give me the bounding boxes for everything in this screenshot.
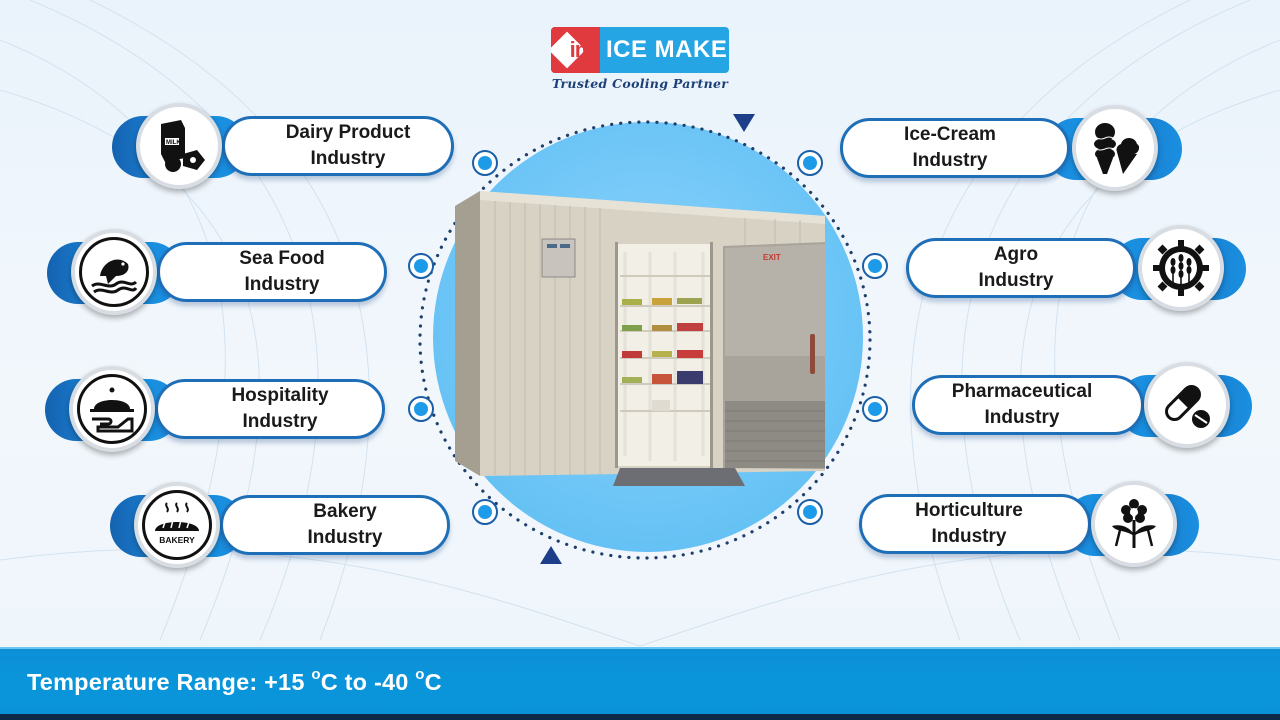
temperature-max: +15 (264, 668, 305, 695)
industry-subtitle: Industry (978, 270, 1054, 291)
industry-title: Agro (993, 244, 1039, 265)
industry-subtitle: Industry (242, 411, 318, 432)
connector-dot (472, 150, 498, 176)
industry-title: Pharmaceutical (951, 381, 1093, 402)
temperature-min: -40 (373, 668, 409, 695)
industry-card-dairy: Dairy Product Industry MILK (112, 103, 454, 189)
bakery-icon-label: BAKERY (159, 535, 195, 545)
industry-card-pharmaceutical: Pharmaceutical Industry (912, 362, 1252, 448)
industry-card-icecream: Ice-Cream Industry (840, 105, 1182, 191)
industry-card-bakery: Bakery Industry BAKERY (110, 482, 450, 568)
industry-title: Horticulture (915, 500, 1023, 521)
footer-bottom-strip (0, 714, 1280, 720)
logo-box: im ICE MAKE (551, 27, 729, 73)
temperature-connector: to (344, 668, 368, 695)
temperature-range: Temperature Range: +15 oC to -40 oC (27, 666, 442, 696)
logo-mark-icon: im (551, 27, 600, 73)
svg-text:MILK: MILK (166, 140, 181, 146)
industry-card-seafood: Sea Food Industry (47, 229, 389, 315)
industry-title: Dairy Product (285, 122, 411, 143)
brand-logo: im ICE MAKE Trusted Cooling Partner (551, 27, 729, 91)
industry-subtitle: Industry (244, 274, 320, 295)
connector-dot (408, 396, 434, 422)
industry-subtitle: Industry (984, 407, 1060, 428)
fish-wave-icon (71, 229, 157, 315)
wheat-gear-icon (1138, 225, 1224, 311)
industry-subtitle: Industry (310, 148, 386, 169)
industry-title: Sea Food (239, 248, 325, 269)
connector-dot (472, 499, 498, 525)
cold-room-image: EXIT (455, 191, 825, 486)
exit-sign: EXIT (763, 253, 781, 262)
brand-tagline: Trusted Cooling Partner (551, 76, 729, 91)
capsule-pill-icon (1144, 362, 1230, 448)
temperature-label: Temperature Range: (27, 668, 258, 695)
industry-title: Hospitality (231, 385, 329, 406)
industry-subtitle: Industry (931, 526, 1007, 547)
logo-mark-text: im (569, 37, 595, 62)
cloche-hand-icon (69, 366, 155, 452)
connector-dot (797, 499, 823, 525)
industry-card-horticulture: Horticulture Industry (859, 481, 1199, 567)
degree-symbol: o (415, 666, 425, 683)
temperature-unit: C (320, 668, 338, 695)
industry-subtitle: Industry (307, 527, 383, 548)
temperature-unit: C (424, 668, 442, 695)
industry-subtitle: Industry (912, 150, 988, 171)
connector-dot (862, 253, 888, 279)
bakery-bread-icon: BAKERY (134, 482, 220, 568)
industry-card-hospitality: Hospitality Industry (45, 366, 385, 452)
dotted-ring-decoration (418, 120, 872, 560)
dairy-milk-icon: MILK (136, 103, 222, 189)
flower-plant-icon (1091, 481, 1177, 567)
ice-cream-cone-icon (1072, 105, 1158, 191)
degree-symbol: o (311, 666, 321, 683)
footer-bar (0, 647, 1280, 714)
industry-title: Ice-Cream (904, 124, 996, 145)
triangle-marker-icon (540, 546, 562, 564)
industry-title: Bakery (313, 501, 377, 522)
connector-dot (408, 253, 434, 279)
connector-dot (797, 150, 823, 176)
industry-card-agro: Agro Industry (906, 225, 1246, 311)
brand-name: ICE MAKE (606, 36, 728, 63)
connector-dot (862, 396, 888, 422)
triangle-marker-icon (733, 114, 755, 132)
